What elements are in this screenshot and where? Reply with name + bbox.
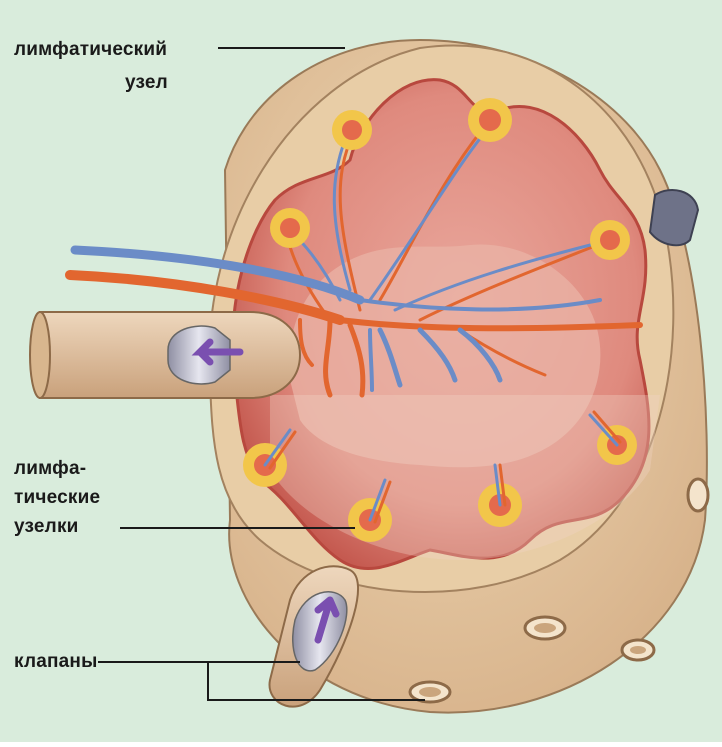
- follicle: [590, 220, 630, 260]
- vessel-top-right: [650, 190, 698, 245]
- label-lymph-node-line2: узел: [125, 71, 168, 95]
- follicle: [270, 208, 310, 248]
- follicle: [468, 98, 512, 142]
- label-lymphatic-nodules-line3: узелки: [14, 515, 79, 539]
- follicle: [332, 110, 372, 150]
- label-lymphatic-nodules-line2: тические: [14, 486, 100, 510]
- label-valves: клапаны: [14, 650, 98, 674]
- efferent-vessel-left: [30, 312, 300, 398]
- label-lymph-node: лимфатический: [14, 38, 167, 62]
- label-lymphatic-nodules-line1: лимфа-: [14, 457, 86, 481]
